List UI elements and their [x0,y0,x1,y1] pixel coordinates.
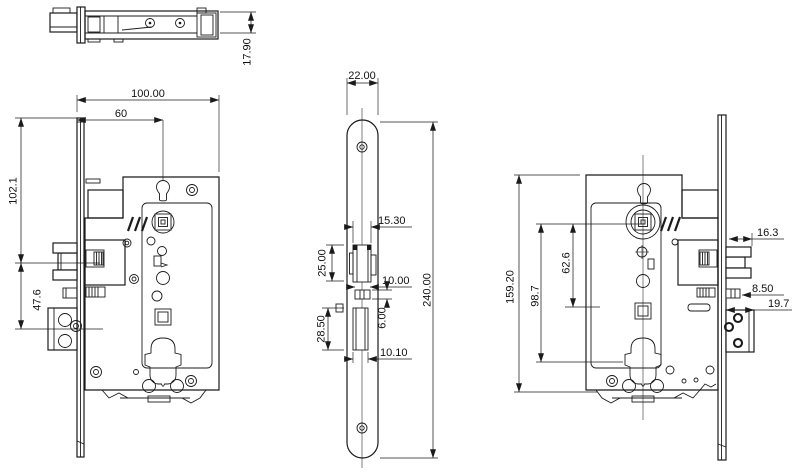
dim-body-height: 159.20 [505,270,517,304]
dim-deadbolt-opening-width: 10.10 [380,347,408,359]
dim-aux-bolt-height: 6.00 [377,307,389,328]
dim-plate-width: 22.00 [348,70,376,82]
lock-case-top [84,10,219,40]
dim-plate-height: 240.00 [422,273,434,307]
pin-slot [687,303,711,312]
screw-hole-icon [356,422,368,434]
screw-hole-icon [356,141,368,153]
cover-plate [590,202,662,369]
back-view: 159.20 98.7 62.6 16.3 8.50 19.7 [505,114,792,461]
keyhole-slot [637,183,651,205]
dim-deadbolt-opening-height: 28.50 [316,315,328,343]
latch-bolt-back [725,256,746,269]
dim-top-to-cylinder: 98.7 [530,285,542,306]
keyhole-slot [156,180,170,202]
spring-pack [85,286,106,298]
deadbolt-opening [352,307,369,351]
dim-deadbolt-projection: 19.7 [768,298,789,310]
aux-bolt-front [62,287,78,299]
cylinder-cam-cutout [144,337,182,387]
lower-spindle-hole [634,302,652,320]
cylinder-boss [625,204,661,240]
dim-top-to-spindle: 62.6 [561,252,573,273]
dim-body-width: 100.00 [131,88,165,100]
latch-housing [677,239,719,286]
latch-housing [84,239,126,286]
aux-bolt-opening [354,289,371,300]
dim-latch-to-deadbolt: 47.6 [32,289,44,310]
dim-keyhole-offset: 60 [115,108,127,120]
dim-latch-opening-width: 15.30 [378,215,406,227]
dim-aux-bolt-width: 10.00 [382,275,410,287]
latch-bolt-top [49,12,78,33]
lower-spindle-hole [154,308,172,326]
aux-bolt-back [725,288,741,299]
screw-post-icon [175,18,185,28]
cover-plate [141,202,213,369]
screw-post-icon [145,18,155,28]
dim-case-thickness: 17.90 [242,38,254,66]
front-view: 100.00 60 102.1 47.6 [8,88,220,458]
dim-latch-projection: 16.3 [757,227,778,239]
faceplate-view: 22.00 15.30 25.00 10.00 6.00 28.50 10.10… [316,70,438,468]
dim-plate-top-to-latch: 102.1 [8,177,20,205]
latch-guide-block [681,189,719,219]
faceplate-back [717,114,727,461]
top-view: 17.90 [49,6,256,66]
dim-aux-bolt-projection: 8.50 [752,283,773,295]
spindle-hub [151,210,175,234]
dim-latch-opening-height: 25.00 [317,249,329,277]
latch-guide-block [87,189,124,219]
cylinder-cam-cutout [624,337,662,387]
faceplate-top [76,6,86,44]
